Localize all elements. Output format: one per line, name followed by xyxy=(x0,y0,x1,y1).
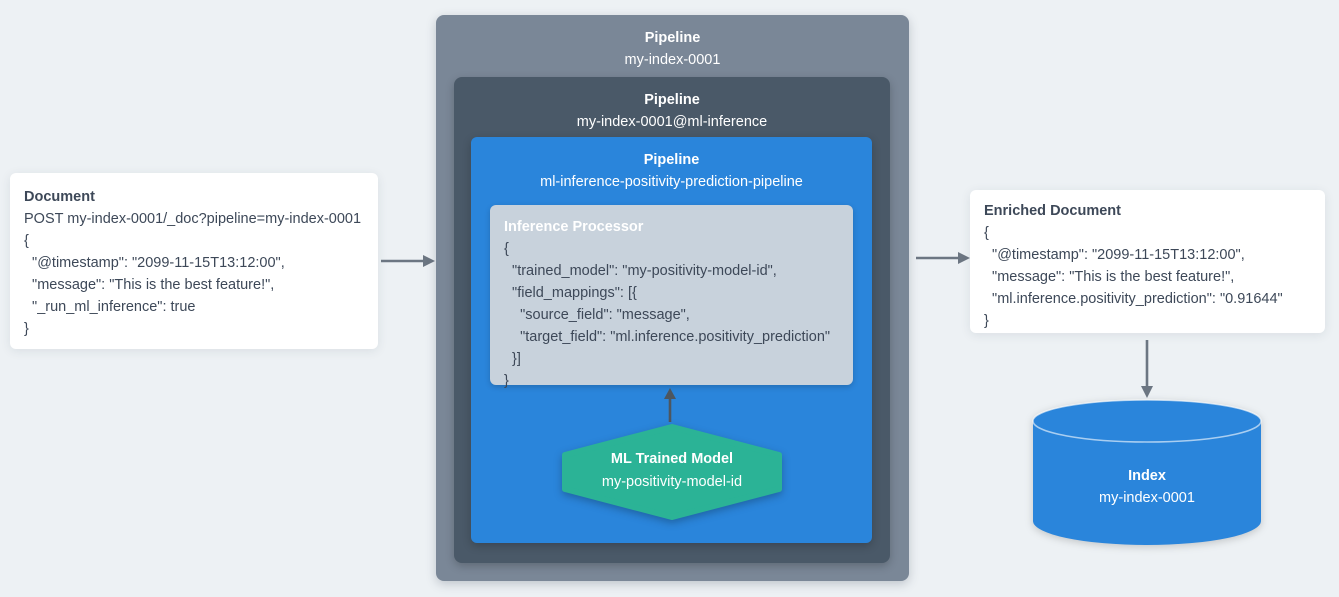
arrow-right-pipeline-to-enriched-icon xyxy=(916,252,970,264)
index-title: Index xyxy=(1128,468,1166,484)
inference-processor-code: { "trained_model": "my-positivity-model-… xyxy=(504,241,831,389)
ml-trained-model-node: ML Trained Model my-positivity-model-id xyxy=(562,424,782,520)
document-card-title: Document xyxy=(24,189,95,205)
hexagon-shape-icon xyxy=(562,424,782,520)
ml-trained-model-title: ML Trained Model xyxy=(610,451,734,467)
inference-processor-title: Inference Processor xyxy=(504,219,644,235)
enriched-document-code: { "@timestamp": "2099-11-15T13:12:00", "… xyxy=(984,225,1283,329)
ml-inference-pipeline-name: my-index-0001@ml-inference xyxy=(576,114,768,130)
enriched-document-title: Enriched Document xyxy=(984,203,1121,219)
outer-pipeline-title: Pipeline xyxy=(644,30,701,46)
arrow-up-model-to-processor-icon xyxy=(664,388,676,422)
document-card: Document POST my-index-0001/_doc?pipelin… xyxy=(10,173,378,349)
ml-inference-pipeline-title: Pipeline xyxy=(644,92,700,108)
arrow-right-document-to-pipeline-icon xyxy=(381,255,435,267)
arrow-down-enriched-to-index-icon xyxy=(1141,340,1153,398)
index-cylinder-node: Index my-index-0001 xyxy=(1032,399,1262,552)
ml-trained-model-name: my-positivity-model-id xyxy=(601,474,743,490)
database-cylinder-icon xyxy=(1032,399,1262,545)
outer-pipeline-box: Pipeline my-index-0001 Pipeline my-index… xyxy=(436,15,909,581)
ml-inference-pipeline-box: Pipeline my-index-0001@ml-inference Pipe… xyxy=(454,77,890,563)
inference-processor-panel: Inference Processor { "trained_model": "… xyxy=(490,205,853,389)
inference-pipeline-name: ml-inference-positivity-prediction-pipel… xyxy=(540,174,803,190)
outer-pipeline-name: my-index-0001 xyxy=(624,52,721,68)
enriched-document-card: Enriched Document { "@timestamp": "2099-… xyxy=(970,190,1325,333)
inference-pipeline-box: Pipeline ml-inference-positivity-predict… xyxy=(471,137,872,543)
index-name: my-index-0001 xyxy=(1099,490,1195,506)
document-card-code: POST my-index-0001/_doc?pipeline=my-inde… xyxy=(24,211,362,337)
inference-pipeline-title: Pipeline xyxy=(643,152,700,168)
